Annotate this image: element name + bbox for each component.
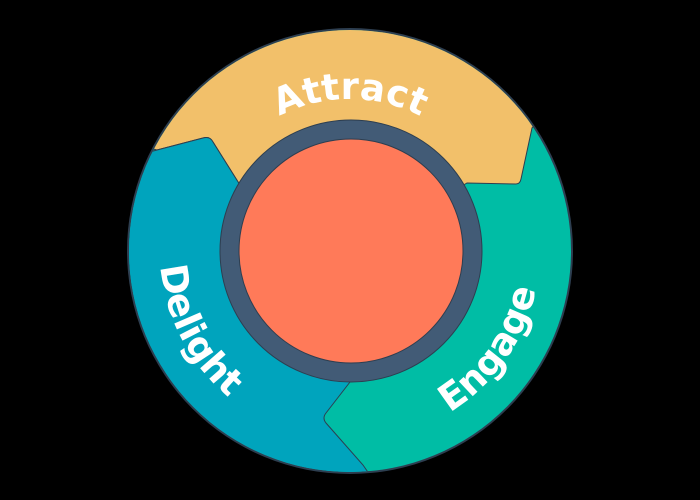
hub-center: [238, 138, 464, 364]
